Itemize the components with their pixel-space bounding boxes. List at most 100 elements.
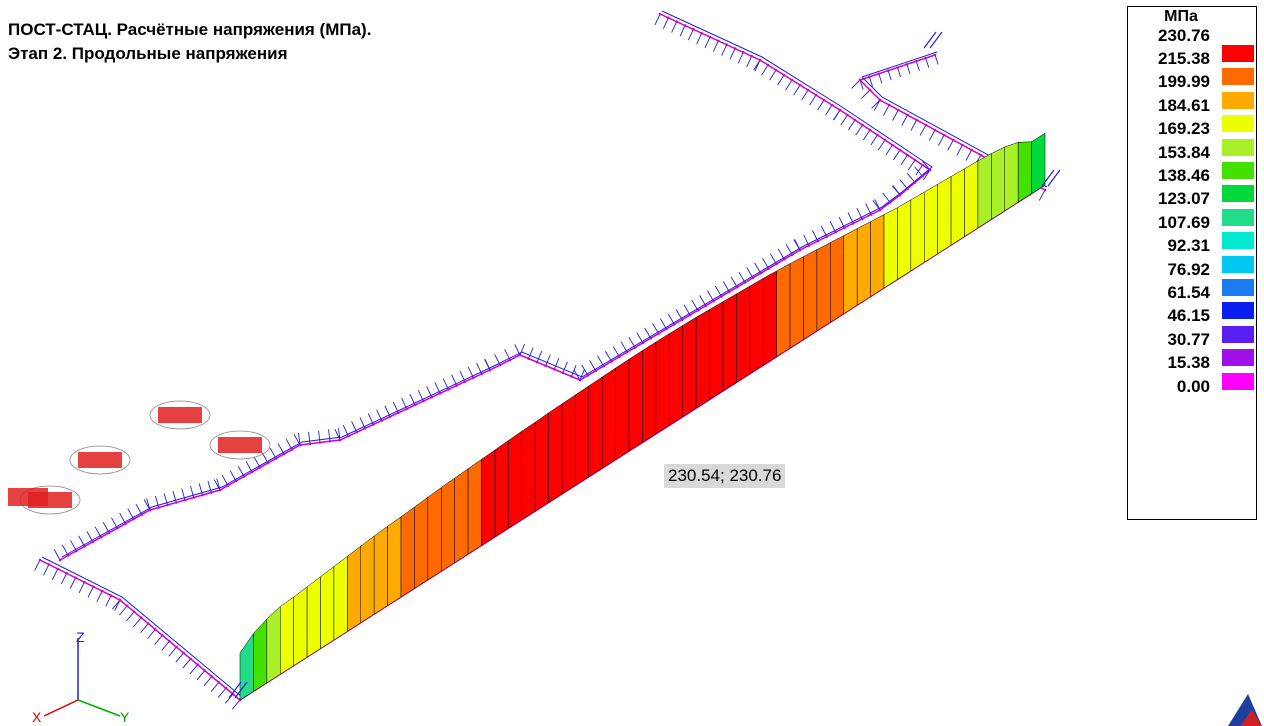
node-point [822, 98, 826, 102]
node-point [166, 503, 169, 507]
stress-bar [870, 214, 885, 298]
node-point [680, 318, 684, 321]
element-marker [897, 67, 902, 78]
probe-value-readout: 230.54; 230.76 [664, 464, 786, 488]
element-marker [874, 199, 881, 211]
node-point [790, 78, 794, 82]
stress-bar [736, 285, 751, 383]
anchor-symbol [923, 31, 937, 49]
node-point [712, 299, 715, 303]
node-point [928, 168, 932, 172]
element-marker [722, 281, 730, 293]
element-marker [793, 239, 801, 251]
element-marker [679, 25, 686, 37]
node-point [852, 222, 855, 225]
element-marker [338, 428, 341, 441]
node-point [672, 322, 676, 326]
legend-level-label: 30.77 [1167, 329, 1210, 349]
node-point [488, 368, 492, 372]
node-point [667, 16, 670, 20]
node-point [750, 54, 753, 58]
element-marker [956, 144, 963, 156]
element-marker [906, 64, 911, 75]
legend-color-swatch [1222, 325, 1254, 343]
support-block [8, 488, 48, 506]
element-marker [652, 323, 659, 334]
node-point [363, 427, 367, 430]
axis-y-label: Y [120, 709, 130, 725]
element-marker [161, 640, 170, 651]
element-marker [334, 428, 341, 441]
element-marker [832, 109, 841, 121]
element-marker [919, 124, 927, 136]
node-point [107, 531, 111, 535]
element-marker [351, 421, 358, 433]
element-marker [914, 166, 923, 177]
node-point [75, 549, 78, 553]
support-block [218, 437, 262, 453]
node-point [979, 153, 983, 157]
legend-level-label: 107.69 [1158, 212, 1210, 232]
node-point [447, 388, 450, 391]
stress-bar [924, 183, 938, 263]
stress-bar [843, 228, 858, 315]
element-marker [245, 461, 253, 473]
node-point [182, 651, 185, 655]
element-marker [203, 676, 213, 686]
node-point [924, 56, 927, 60]
node-point [115, 526, 119, 530]
stress-bar [642, 341, 657, 443]
element-marker [1038, 189, 1046, 201]
node-point [834, 230, 837, 234]
element-marker [217, 687, 227, 698]
node-point [868, 128, 872, 132]
node-point [942, 133, 946, 137]
element-marker [892, 109, 899, 121]
stress-bar [695, 309, 710, 409]
app-logo-icon [1228, 694, 1262, 726]
node-point [898, 148, 902, 152]
element-marker [146, 498, 151, 511]
node-point [816, 239, 820, 243]
node-point [868, 88, 872, 92]
stress-bar [722, 293, 737, 392]
element-marker [704, 36, 711, 49]
element-marker [870, 134, 878, 146]
node-point [338, 438, 342, 442]
node-point [759, 271, 763, 275]
stress-bar [534, 412, 549, 512]
stress-bar [481, 449, 496, 546]
node-point [733, 47, 737, 50]
element-marker [467, 366, 474, 378]
node-point [140, 513, 144, 516]
node-point [161, 633, 164, 637]
node-point [782, 73, 786, 77]
element-marker [105, 595, 112, 607]
element-marker [793, 84, 801, 96]
node-point [455, 384, 458, 387]
node-point [210, 675, 214, 678]
element-marker [53, 549, 61, 561]
stress-bar [991, 146, 1005, 220]
support-block [78, 452, 122, 468]
node-point [430, 395, 433, 399]
element-marker [809, 94, 817, 106]
element-marker [696, 32, 703, 45]
legend-color-swatch [1222, 302, 1254, 320]
element-marker [308, 431, 311, 444]
element-marker [769, 69, 777, 81]
node-point [347, 434, 350, 438]
element-marker [342, 425, 349, 437]
node-point [742, 51, 745, 54]
node-point [217, 681, 221, 684]
node-point [196, 663, 199, 667]
element-marker [628, 336, 636, 348]
element-marker [636, 332, 644, 344]
stress-bar [856, 221, 871, 306]
element-marker [143, 499, 151, 511]
element-marker [451, 374, 458, 386]
lower-pipe-run-outline [41, 556, 243, 698]
element-marker [730, 276, 738, 288]
